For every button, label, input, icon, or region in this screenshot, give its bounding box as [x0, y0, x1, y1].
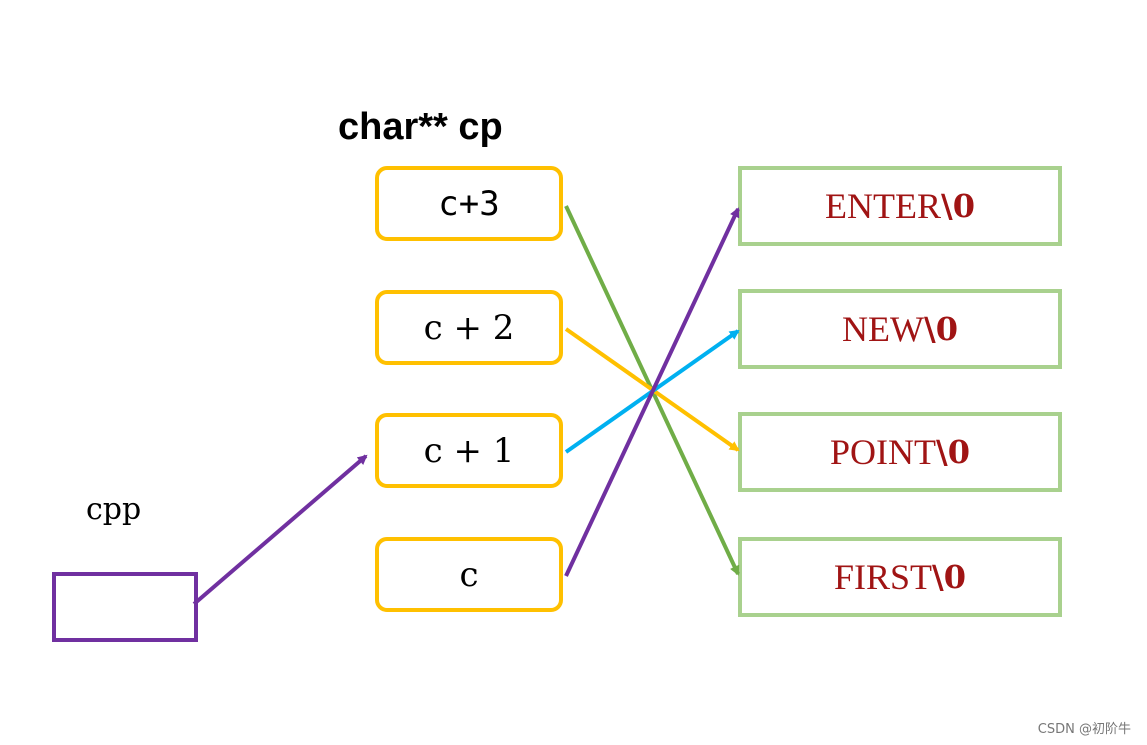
string-text-enter: ENTER — [825, 186, 942, 226]
string-terminator-point: \0 — [936, 433, 970, 471]
string-text-point: POINT — [830, 432, 937, 472]
cp-cell-c-plus-3: c+3 — [375, 166, 563, 241]
cp-cell-c-plus-2: c + 2 — [375, 290, 563, 365]
string-text-first: FIRST — [834, 557, 933, 597]
arrow-cpp-to-c-plus-1 — [192, 454, 368, 606]
string-box-enter: ENTER\0 — [738, 166, 1062, 246]
arrow-c-to-enter — [564, 207, 740, 577]
string-terminator-enter: \0 — [941, 187, 975, 225]
string-box-first: FIRST\0 — [738, 537, 1062, 617]
cp-cell-c: c — [375, 537, 563, 612]
cpp-label: cpp — [86, 492, 142, 527]
cp-cell-c-plus-1: c + 1 — [375, 413, 563, 488]
cpp-box — [52, 572, 198, 642]
diagram-title: char** cp — [338, 106, 503, 148]
watermark: CSDN @初阶牛 — [1037, 722, 1131, 737]
string-box-point: POINT\0 — [738, 412, 1062, 492]
string-text-new: NEW — [842, 309, 924, 349]
string-terminator-new: \0 — [924, 310, 958, 348]
string-terminator-first: \0 — [932, 558, 966, 596]
string-box-new: NEW\0 — [738, 289, 1062, 369]
